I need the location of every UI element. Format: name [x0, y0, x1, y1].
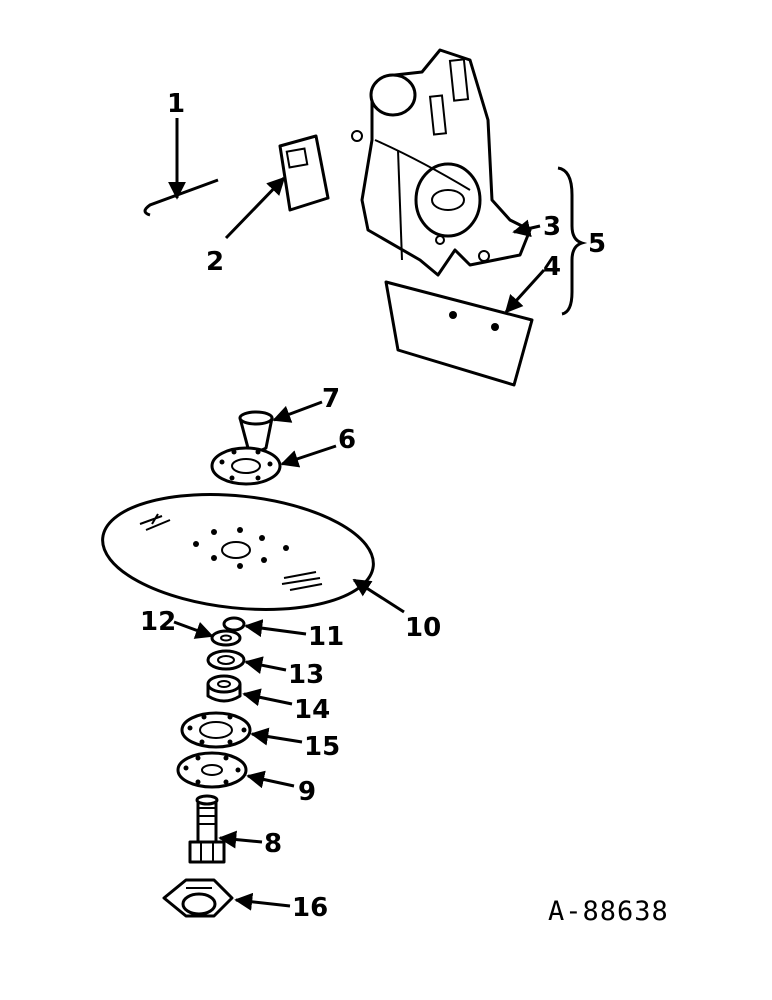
figure-number: A-88638 [548, 896, 669, 927]
leader-3 [512, 219, 541, 238]
callout-4: 4 [543, 252, 561, 282]
part-bearing-housing [162, 878, 234, 918]
callout-6: 6 [338, 425, 356, 455]
callout-5: 5 [588, 229, 606, 259]
part-spindle [188, 794, 226, 864]
leader-16 [234, 892, 291, 911]
leader-9 [246, 770, 295, 789]
leader-10 [352, 578, 405, 614]
callout-7: 7 [322, 384, 340, 414]
part-rod [143, 178, 219, 217]
leader-13 [244, 656, 287, 675]
part-disc-blade [101, 493, 375, 611]
callout-14: 14 [294, 695, 330, 725]
leader-15 [250, 727, 303, 746]
part-shield-plate [384, 280, 534, 387]
part-seal [206, 649, 246, 671]
callout-3: 3 [543, 212, 561, 242]
leader-4 [504, 268, 546, 314]
part-decal [278, 134, 330, 212]
leader-7 [272, 400, 323, 423]
leader-6 [280, 444, 337, 468]
callout-9: 9 [298, 777, 316, 807]
part-hub-flange [176, 751, 248, 789]
leader-11 [244, 619, 307, 638]
leader-14 [242, 688, 293, 707]
callout-12: 12 [140, 607, 176, 637]
part-housing [351, 48, 532, 277]
callout-2: 2 [206, 247, 224, 277]
callout-8: 8 [264, 829, 282, 859]
callout-1: 1 [167, 89, 185, 119]
leader-2 [224, 176, 286, 240]
brace-5 [557, 166, 588, 316]
leader-12 [173, 620, 214, 639]
leader-8 [218, 830, 263, 849]
part-cap [238, 410, 274, 452]
callout-16: 16 [292, 893, 328, 923]
part-washer [210, 629, 242, 647]
callout-11: 11 [308, 622, 344, 652]
part-nut [222, 616, 246, 632]
part-flange-top [210, 446, 282, 486]
part-bearing [206, 674, 242, 703]
callout-15: 15 [304, 732, 340, 762]
callout-13: 13 [288, 660, 324, 690]
part-retainer-flange [180, 711, 252, 749]
callout-10: 10 [405, 613, 441, 643]
